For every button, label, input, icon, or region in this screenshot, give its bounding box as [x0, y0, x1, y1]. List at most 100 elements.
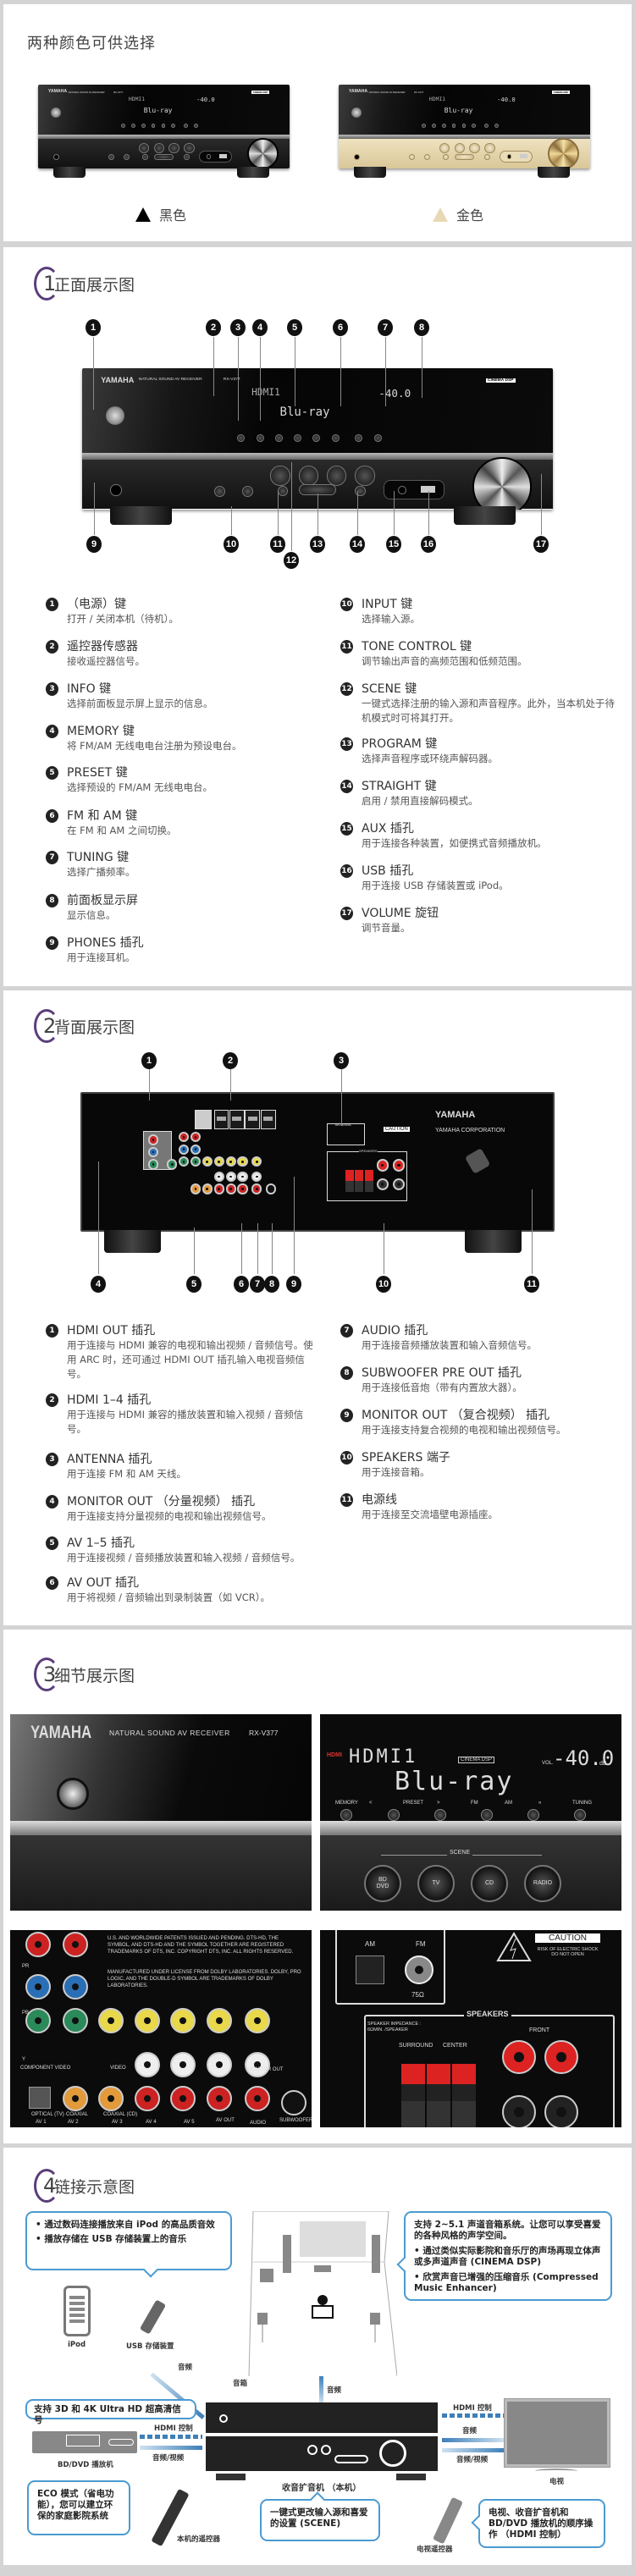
rca-jack[interactable]	[213, 1171, 224, 1183]
front-panel-button[interactable]	[461, 124, 467, 129]
power-button[interactable]	[105, 405, 125, 426]
program-button[interactable]	[454, 153, 475, 161]
binding-post[interactable]	[544, 2095, 578, 2127]
front-panel-button[interactable]	[355, 433, 363, 442]
phones-jack[interactable]	[353, 153, 360, 160]
front-panel-button[interactable]	[121, 124, 125, 129]
program-button[interactable]	[298, 484, 337, 496]
rca-jack[interactable]	[207, 2008, 232, 2033]
usb-port[interactable]	[421, 485, 435, 493]
front-panel-button[interactable]	[484, 124, 489, 129]
binding-post[interactable]	[376, 1159, 389, 1172]
tone-control-button[interactable]	[443, 154, 449, 160]
rca-jack[interactable]	[237, 1171, 248, 1183]
hdmi-out-port[interactable]	[195, 1110, 212, 1129]
front-panel-button[interactable]	[431, 124, 436, 129]
speaker-terminal[interactable]	[355, 1170, 364, 1193]
scene-button-0[interactable]	[439, 142, 450, 153]
binding-post[interactable]	[502, 2095, 536, 2127]
program-button[interactable]	[153, 153, 174, 161]
hdmi-in-port[interactable]	[229, 1110, 245, 1129]
input-button[interactable]	[423, 154, 431, 161]
rca-jack[interactable]	[245, 2052, 270, 2077]
scene-button-2[interactable]	[168, 142, 179, 153]
scene-button[interactable]: RADIO	[524, 1865, 561, 1902]
front-panel-button[interactable]	[527, 1809, 539, 1821]
optical-port[interactable]	[29, 2087, 51, 2109]
input-button[interactable]	[242, 485, 254, 497]
hdmi-in-port[interactable]	[245, 1110, 261, 1129]
front-panel-button[interactable]	[151, 124, 156, 129]
rca-jack[interactable]	[190, 1132, 202, 1143]
front-panel-button[interactable]	[441, 124, 446, 129]
rca-jack[interactable]	[265, 1183, 277, 1194]
rca-jack[interactable]	[225, 1156, 236, 1167]
power-button[interactable]	[351, 107, 362, 118]
color-option-gold[interactable]: 金色	[433, 204, 483, 224]
rca-jack[interactable]	[98, 2008, 124, 2033]
front-panel-button[interactable]	[574, 1809, 586, 1821]
am-terminal[interactable]	[356, 1955, 384, 1984]
scene-button-3[interactable]	[355, 466, 375, 486]
front-panel-button[interactable]	[472, 124, 477, 129]
rca-jack[interactable]	[63, 2008, 88, 2033]
hdmi-in-port[interactable]	[260, 1110, 276, 1129]
speaker-terminal[interactable]	[427, 2064, 450, 2127]
front-panel-button[interactable]	[194, 124, 198, 129]
rca-jack[interactable]	[251, 1183, 262, 1194]
front-panel-button[interactable]	[494, 124, 499, 129]
rca-jack[interactable]	[135, 2052, 160, 2077]
rca-jack[interactable]	[167, 1159, 178, 1170]
rca-jack[interactable]	[25, 1932, 51, 1957]
front-panel-button[interactable]	[141, 124, 146, 129]
tone-control-button[interactable]	[277, 485, 288, 496]
rca-jack[interactable]	[207, 2086, 232, 2111]
front-panel-button[interactable]	[312, 433, 321, 442]
rca-jack[interactable]	[170, 2086, 196, 2111]
rca-jack[interactable]	[245, 2008, 270, 2033]
rca-jack[interactable]	[25, 2008, 51, 2033]
rca-jack[interactable]	[178, 1144, 190, 1155]
rca-jack[interactable]	[147, 1159, 159, 1170]
rca-jack[interactable]	[225, 1171, 236, 1183]
rca-jack[interactable]	[237, 1156, 248, 1167]
front-panel-button[interactable]	[451, 124, 456, 129]
front-panel-button[interactable]	[256, 433, 264, 442]
input-button[interactable]	[409, 154, 416, 161]
phones-jack[interactable]	[52, 153, 59, 160]
scene-button-1[interactable]	[298, 466, 319, 486]
rca-jack[interactable]	[98, 2086, 124, 2111]
rca-jack[interactable]	[63, 2086, 88, 2111]
front-panel-button[interactable]	[340, 1809, 352, 1821]
front-panel-button[interactable]	[434, 1809, 446, 1821]
speaker-terminal[interactable]	[452, 2064, 476, 2127]
rca-jack[interactable]	[251, 1156, 262, 1167]
front-panel-button[interactable]	[161, 124, 166, 129]
front-panel-button[interactable]	[184, 124, 188, 129]
front-panel-button[interactable]	[388, 1809, 400, 1821]
rca-jack[interactable]	[170, 2008, 196, 2033]
rca-jack[interactable]	[147, 1134, 159, 1145]
rca-jack[interactable]	[170, 2052, 196, 2077]
rca-jack[interactable]	[245, 2086, 270, 2111]
scene-button-1[interactable]	[153, 142, 165, 153]
scene-button-0[interactable]	[138, 142, 150, 153]
rca-jack[interactable]	[190, 1144, 202, 1155]
binding-post[interactable]	[392, 1159, 406, 1172]
speaker-terminal[interactable]	[401, 2064, 425, 2127]
hdmi-in-port[interactable]	[213, 1110, 229, 1129]
rca-jack[interactable]	[213, 1183, 224, 1194]
straight-button[interactable]	[484, 154, 490, 160]
rca-jack[interactable]	[237, 1183, 248, 1194]
scene-button-2[interactable]	[327, 466, 347, 486]
scene-button-3[interactable]	[184, 142, 195, 153]
fm-jack[interactable]	[405, 1955, 433, 1984]
rca-jack[interactable]	[63, 1974, 88, 2000]
input-button[interactable]	[213, 485, 226, 497]
scene-button-2[interactable]	[469, 142, 480, 153]
front-panel-button[interactable]	[130, 124, 135, 129]
straight-button[interactable]	[184, 154, 190, 160]
rca-jack[interactable]	[225, 1183, 236, 1194]
usb-port[interactable]	[519, 154, 527, 159]
scene-button[interactable]: CD	[471, 1865, 508, 1902]
